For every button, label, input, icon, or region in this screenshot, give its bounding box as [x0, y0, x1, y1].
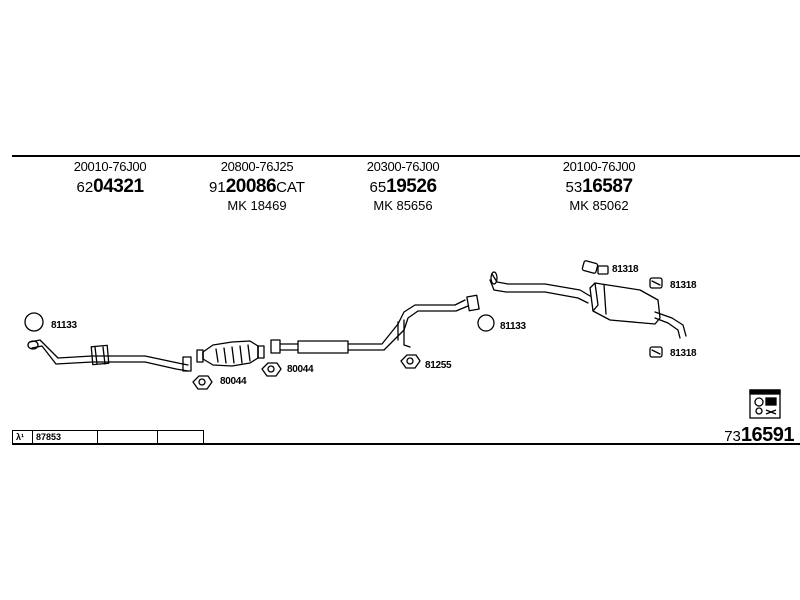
- middle-silencer-drawing: [270, 294, 480, 354]
- part-rear-silencer[interactable]: 20100-76J00 5316587 MK 85062: [514, 160, 684, 212]
- mk-number: MK 85656: [373, 198, 433, 213]
- reference-table: λ¹ 87853: [12, 430, 204, 444]
- part-number: 9120086CAT: [209, 176, 305, 197]
- label-ring-mid: 81133: [500, 321, 526, 332]
- gasket-1-shape: [192, 375, 213, 390]
- hanger-2-shape: [649, 277, 663, 289]
- catalog-number[interactable]: 7316591: [724, 424, 794, 446]
- oe-number: 20300-76J00: [366, 159, 440, 174]
- gasket-2-shape: [261, 362, 282, 377]
- ref-code: 87853: [33, 431, 98, 444]
- part-number: 5316587: [565, 176, 633, 197]
- part-number: 6204321: [76, 176, 144, 197]
- rear-silencer-drawing: [489, 271, 687, 339]
- label-ring-front: 81133: [51, 320, 77, 331]
- top-divider: [12, 155, 800, 157]
- gasket-3-shape: [400, 354, 421, 369]
- oe-number: 20100-76J00: [562, 159, 636, 174]
- mk-number: MK 18469: [227, 198, 287, 213]
- ring-front-shape: [24, 312, 44, 332]
- mk-number: MK 85062: [569, 198, 629, 213]
- oe-number: 20800-76J25: [220, 159, 294, 174]
- ref-empty-1: [98, 431, 158, 444]
- ref-symbol: λ¹: [13, 431, 33, 444]
- label-gasket-1: 80044: [220, 376, 247, 387]
- part-catalytic-converter[interactable]: 20800-76J25 9120086CAT MK 18469: [172, 160, 342, 212]
- part-middle-silencer[interactable]: 20300-76J00 6519526 MK 85656: [318, 160, 488, 212]
- bottom-divider: [12, 443, 800, 445]
- hanger-1-shape: [581, 260, 609, 275]
- part-front-pipe[interactable]: 20010-76J00 6204321: [25, 160, 195, 196]
- mounting-kit-icon: [749, 389, 781, 419]
- label-gasket-2: 80044: [287, 364, 314, 375]
- catalytic-converter-drawing: [196, 340, 265, 367]
- hanger-3-shape: [649, 346, 663, 358]
- ring-mid-shape: [477, 314, 495, 332]
- oe-number: 20010-76J00: [73, 159, 147, 174]
- part-number: 6519526: [369, 176, 437, 197]
- ref-empty-2: [158, 431, 203, 444]
- label-hanger-2: 81318: [670, 280, 697, 291]
- front-pipe-drawing: [27, 339, 192, 372]
- label-hanger-1: 81318: [612, 264, 639, 275]
- label-gasket-3: 81255: [425, 360, 452, 371]
- label-hanger-3: 81318: [670, 348, 697, 359]
